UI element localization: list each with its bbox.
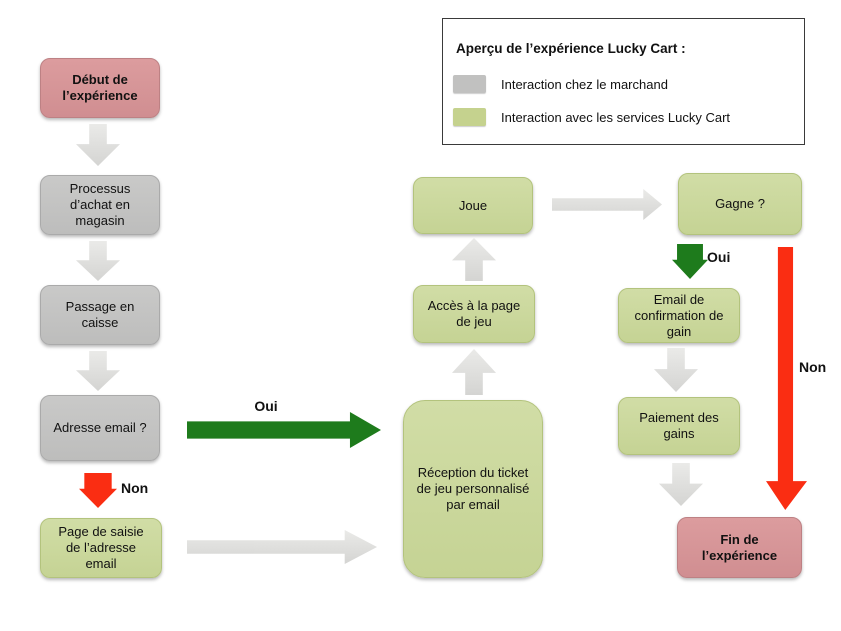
legend-item-merchant: Interaction chez le marchand	[453, 75, 668, 93]
node-ticket-reception: Réception du ticket de jeu personnalisé …	[403, 400, 543, 578]
node-game-page-access: Accès à la page de jeu	[413, 285, 535, 343]
arrow-up-access-to-play	[452, 238, 496, 281]
node-purchase-process: Processus d’achat en magasin	[40, 175, 160, 235]
legend-box: Aperçu de l’expérience Lucky Cart : Inte…	[442, 18, 805, 145]
arrow-no-to-end	[766, 247, 807, 510]
node-play: Joue	[413, 177, 533, 234]
node-win-question: Gagne ?	[678, 173, 802, 235]
label-yes-email: Oui	[254, 398, 278, 414]
legend-item-label: Interaction chez le marchand	[501, 76, 668, 92]
merchant-color-swatch	[453, 75, 486, 93]
node-payment: Paiement des gains	[618, 397, 740, 455]
arrow-right-play-to-win-question	[552, 189, 662, 220]
node-start-experience: Début de l’expérience	[40, 58, 160, 118]
arrow-down-start-to-purchase	[76, 124, 120, 166]
arrow-yes-to-win-email	[672, 244, 708, 279]
node-end-experience: Fin de l’expérience	[677, 517, 802, 578]
legend-title: Aperçu de l’expérience Lucky Cart :	[456, 41, 686, 56]
node-email-question: Adresse email ?	[40, 395, 160, 461]
arrow-yes-to-ticket	[187, 412, 381, 448]
legend-item-luckycart: Interaction avec les services Lucky Cart	[453, 108, 730, 126]
arrow-right-entry-to-ticket	[187, 530, 377, 564]
node-win-confirmation-email: Email de confirmation de gain	[618, 288, 740, 343]
legend-item-label: Interaction avec les services Lucky Cart	[501, 109, 731, 125]
arrow-down-checkout-to-email-question	[76, 351, 120, 391]
arrow-no-to-email-entry	[79, 473, 117, 508]
node-checkout: Passage en caisse	[40, 285, 160, 345]
label-no-win: Non	[799, 359, 827, 375]
arrow-down-winemail-to-payment	[654, 348, 698, 392]
arrow-down-purchase-to-checkout	[76, 241, 120, 281]
node-email-entry-page: Page de saisie de l’adresse email	[40, 518, 162, 578]
arrow-down-payment-to-end	[659, 463, 703, 506]
label-no-email: Non	[121, 480, 149, 496]
luckycart-color-swatch	[453, 108, 486, 126]
label-yes-win: Oui	[707, 249, 731, 265]
arrow-up-ticket-to-access	[452, 349, 496, 395]
